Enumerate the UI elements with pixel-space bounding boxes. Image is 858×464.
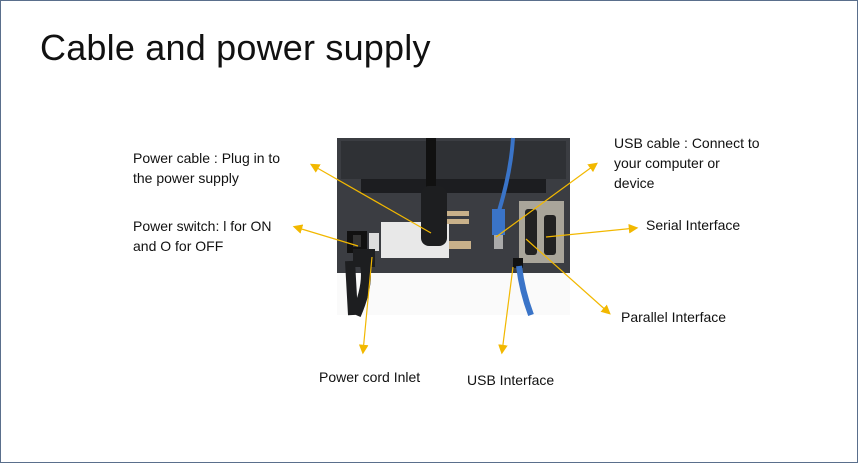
arrow-usb-cable xyxy=(495,162,598,238)
label-usb-cable: USB cable : Connect to your computer or … xyxy=(614,135,760,191)
arrow-serial-interface xyxy=(545,223,639,238)
label-usb-interface: USB Interface xyxy=(467,372,555,388)
printer-photo xyxy=(337,137,570,317)
arrow-power-cord-inlet xyxy=(358,256,373,355)
label-serial-interface: Serial Interface xyxy=(646,217,741,233)
arrow-power-switch xyxy=(292,224,359,247)
arrow-parallel-interface xyxy=(525,238,611,315)
label-parallel-interface: Parallel Interface xyxy=(621,309,727,325)
arrow-power-cable xyxy=(309,163,432,234)
slide-title: Cable and power supply xyxy=(40,27,431,68)
label-power-cord-inlet: Power cord Inlet xyxy=(319,369,421,385)
label-power-switch: Power switch: l for ON and O for OFF xyxy=(133,218,272,254)
label-power-cable: Power cable : Plug in to the power suppl… xyxy=(133,150,281,186)
arrow-usb-interface xyxy=(498,266,514,355)
